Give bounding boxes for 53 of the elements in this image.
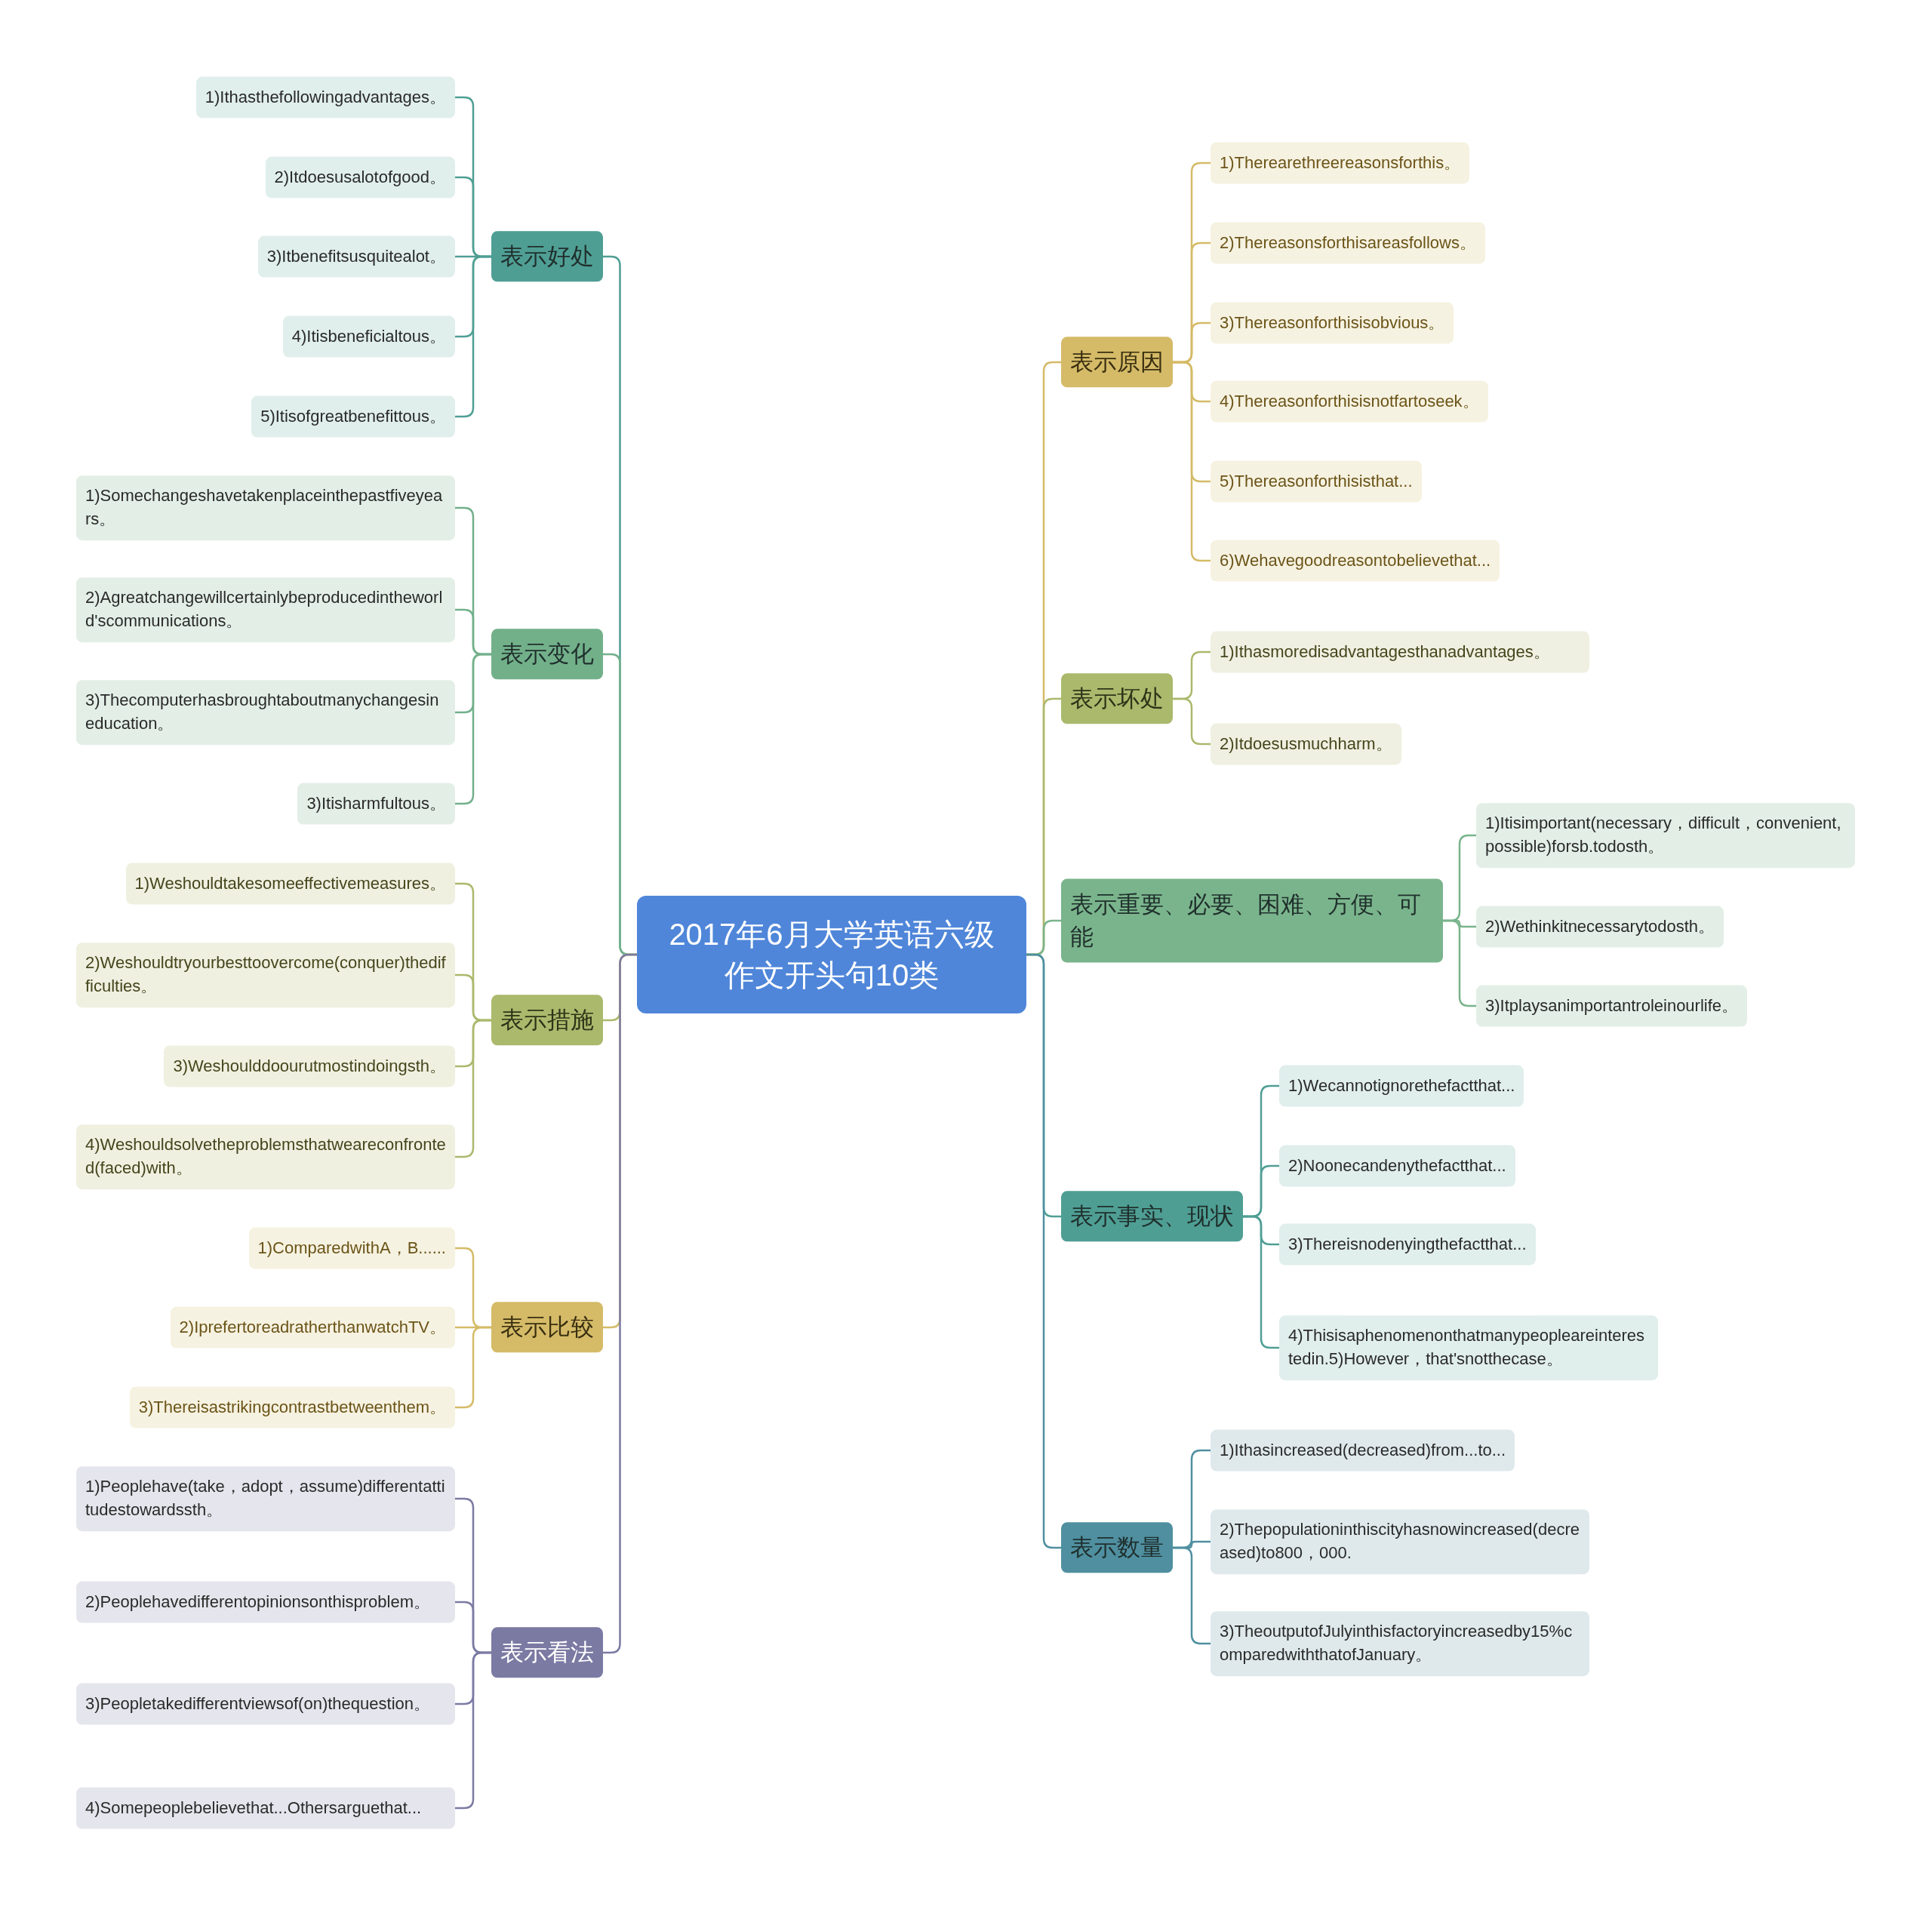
subtopic-box: 1)Ithasthefollowingadvantages。 [195, 76, 455, 118]
subtopic-box: 2)Agreatchangewillcertainlybeproducedintheworld'scommunications。 [76, 577, 455, 642]
subtopic-box: 2)Weshouldtryourbesttoovercome(conquer)thedifficulties。 [76, 943, 455, 1007]
subtopic-box: 2)Thereasonsforthisareasfollows。 [1211, 222, 1485, 264]
subtopic-box: 2)Itdoesusalotofgood。 [265, 156, 455, 198]
subtopic-box: 4)Somepeoplebelievethat...Othersarguethat... [76, 1787, 455, 1829]
central-topic: 2017年6月大学英语六级作文开头句10类 [637, 896, 1026, 1013]
subtopic-box: 2)Thepopulationinthiscityhasnowincreased(decreased)to800，000. [1211, 1509, 1589, 1574]
subtopic-box: 6)Wehavegoodreasontobelievethat... [1211, 540, 1500, 582]
connector-line [603, 953, 637, 1654]
subtopic-box: 2)IprefertoreadratherthanwatchTV。 [170, 1306, 455, 1349]
subtopic-box: 5)Itisofgreatbenefittous。 [251, 395, 455, 438]
topic-box: 表示看法 [491, 1627, 603, 1678]
connector-line [1026, 953, 1061, 1549]
subtopic-box: 3)Itplaysanimportantroleinourlife。 [1476, 985, 1748, 1027]
subtopic-box: 1)Weshouldtakesomeeffectivemeasures。 [125, 863, 455, 905]
subtopic-box: 4)Itisbeneficialtous。 [282, 315, 455, 358]
subtopic-box: 2)Noonecandenythefactthat... [1279, 1145, 1515, 1187]
subtopic-box: 1)Peoplehave(take，adopt，assume)differentattitudestowardssth。 [76, 1466, 455, 1531]
subtopic-box: 3)Peopletakedifferentviewsof(on)thequestion。 [76, 1683, 455, 1725]
subtopic-box: 2)Itdoesusmuchharm。 [1211, 723, 1401, 765]
topic-box: 表示比较 [491, 1302, 603, 1353]
subtopic-box: 3)Weshoulddoourutmostindoingsth。 [164, 1045, 455, 1087]
topic-box: 表示好处 [491, 231, 603, 282]
topic-box: 表示变化 [491, 629, 603, 680]
subtopic-box: 3)Thereisnodenyingthefactthat... [1279, 1223, 1536, 1266]
subtopic-box: 2)Peoplehavedifferentopinionsonthisproblem。 [76, 1581, 455, 1623]
subtopic-box: 1)Itisimportant(necessary，difficult，convenient,possible)forsb.todosth。 [1476, 803, 1855, 868]
topic-box: 表示数量 [1061, 1522, 1173, 1573]
subtopic-box: 5)Thereasonforthisisthat... [1211, 460, 1422, 503]
subtopic-box: 3)Thecomputerhasbroughtaboutmanychangesineducation。 [76, 680, 455, 745]
subtopic-box: 3)TheoutputofJulyinthisfactoryincreasedby15%comparedwiththatofJanuary。 [1211, 1611, 1589, 1676]
subtopic-box: 1)Ithasincreased(decreased)from...to... [1211, 1429, 1515, 1472]
connector-line [1443, 919, 1476, 1007]
topic-box: 表示措施 [491, 995, 603, 1046]
subtopic-box: 3)Itisharmfultous。 [297, 783, 455, 825]
subtopic-box: 1)Ithasmoredisadvantagesthanadvantages。 [1211, 631, 1589, 673]
subtopic-box: 4)Thisisaphenomenonthatmanypeopleareinterestedin.5)However，that'snotthecase。 [1279, 1315, 1658, 1380]
subtopic-box: 1)ComparedwithA，B...... [248, 1227, 455, 1269]
topic-box: 表示原因 [1061, 337, 1173, 388]
subtopic-box: 1)Therearethreereasonsforthis。 [1211, 142, 1470, 184]
connector-line [1243, 1215, 1279, 1349]
subtopic-box: 2)Wethinkitnecessarytodosth。 [1476, 906, 1724, 948]
subtopic-box: 4)Weshouldsolvetheproblemsthatweareconfronted(faced)with。 [76, 1124, 455, 1189]
topic-box: 表示事实、现状 [1061, 1191, 1243, 1242]
subtopic-box: 3)Itbenefitsusquitealot。 [257, 235, 455, 278]
subtopic-box: 1)Somechangeshavetakenplaceinthepastfiveyears。 [76, 475, 455, 540]
subtopic-box: 1)Wecannotignorethefactthat... [1279, 1065, 1524, 1107]
topic-box: 表示坏处 [1061, 673, 1173, 724]
topic-box: 表示重要、必要、困难、方便、可能 [1061, 878, 1443, 963]
subtopic-box: 4)Thereasonforthisisnotfartoseek。 [1211, 380, 1488, 423]
subtopic-box: 3)Thereasonforthisisobvious。 [1211, 302, 1454, 344]
subtopic-box: 3)Thereisastrikingcontrastbetweenthem。 [129, 1386, 455, 1429]
